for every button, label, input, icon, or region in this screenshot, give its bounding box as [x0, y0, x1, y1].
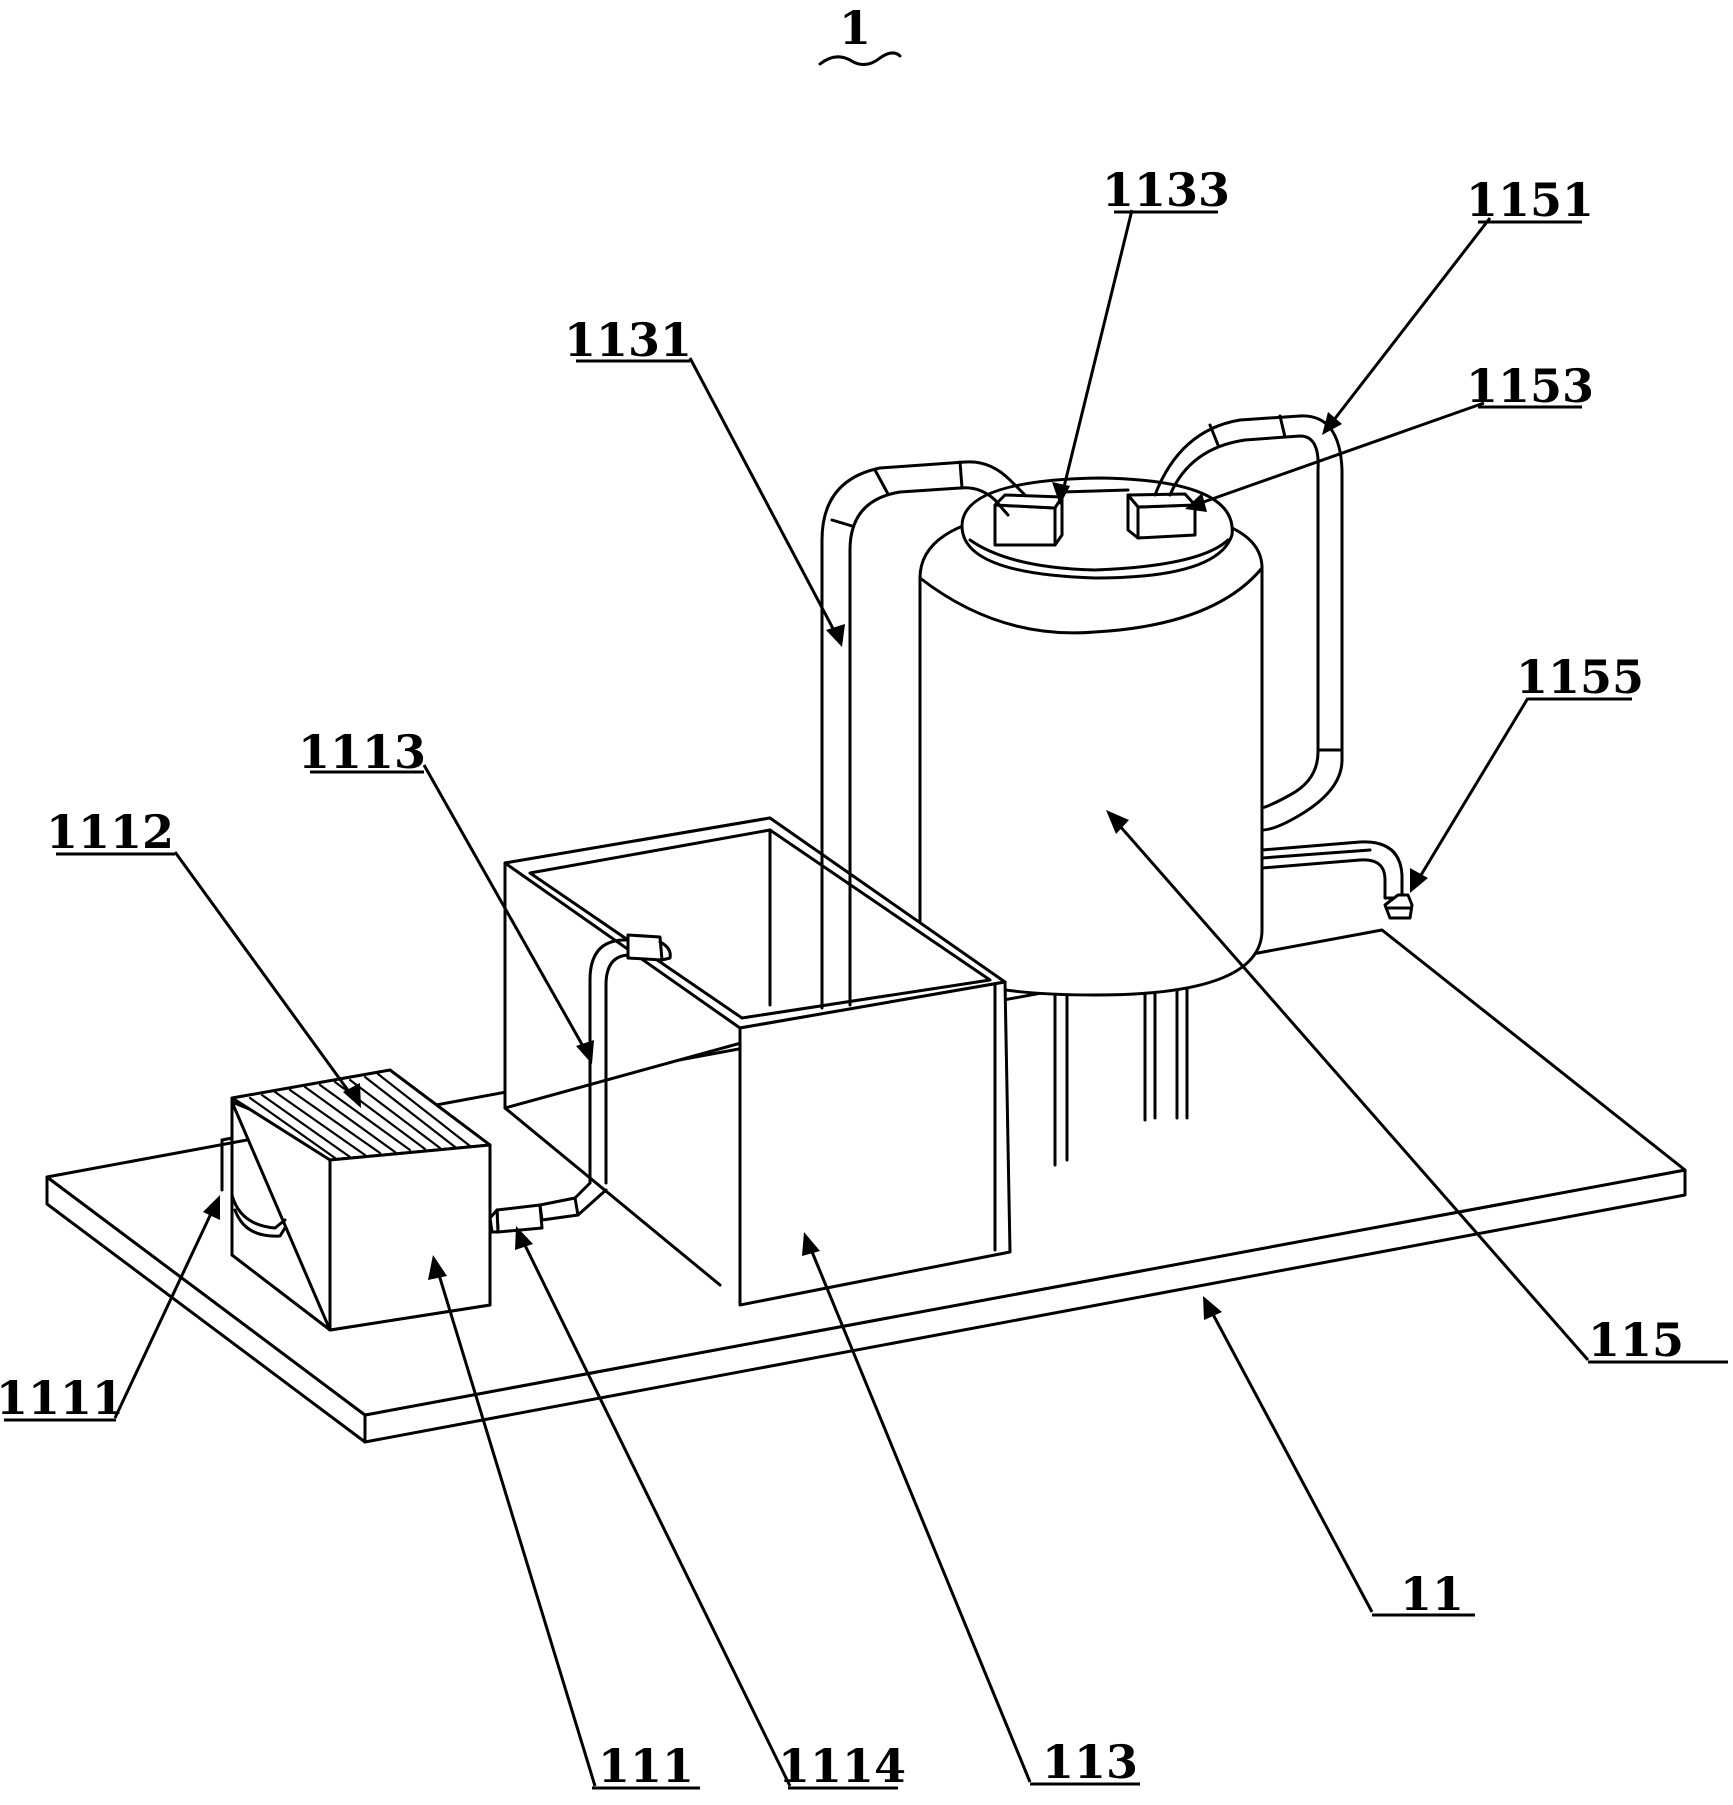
callout-113: 113: [1030, 1735, 1140, 1789]
label-1131: 1131: [564, 313, 692, 367]
callout-1153: 1153: [1466, 359, 1594, 413]
callout-1112: 1112: [46, 805, 175, 859]
callout-1114: 1114: [778, 1739, 906, 1793]
callout-1111: 1111: [0, 1371, 124, 1425]
pipe-1131: [820, 460, 1027, 1010]
pipe-1113: [588, 933, 672, 1185]
label-11: 11: [1400, 1567, 1464, 1621]
label-1114: 1114: [778, 1739, 906, 1793]
callout-11: 11: [1372, 1567, 1475, 1621]
leader-lines: [113, 209, 1590, 1787]
label-1111: 1111: [0, 1371, 124, 1425]
label-1112: 1112: [46, 805, 174, 859]
label-1151: 1151: [1466, 173, 1594, 227]
label-1155: 1155: [1516, 650, 1644, 704]
label-111: 111: [598, 1739, 694, 1793]
callout-1113: 1113: [298, 725, 426, 779]
label-1133: 1133: [1102, 163, 1230, 217]
label-1113: 1113: [298, 725, 426, 779]
figure-number: 1: [839, 1, 871, 55]
label-1153: 1153: [1466, 359, 1594, 413]
open-rectangular-tank: [503, 816, 1012, 1307]
filter-box: [220, 1068, 608, 1332]
callout-1151: 1151: [1466, 173, 1594, 227]
callout-1155: 1155: [1516, 650, 1644, 704]
grille: [248, 1072, 472, 1160]
label-113: 113: [1042, 1735, 1138, 1789]
label-115: 115: [1588, 1313, 1684, 1367]
callout-115: 115: [1588, 1313, 1728, 1367]
callout-1133: 1133: [1102, 163, 1230, 217]
callout-1131: 1131: [564, 313, 692, 367]
callout-111: 111: [592, 1739, 700, 1793]
figure-number-tilde: [818, 51, 902, 66]
cylindrical-tank: [918, 476, 1414, 1167]
